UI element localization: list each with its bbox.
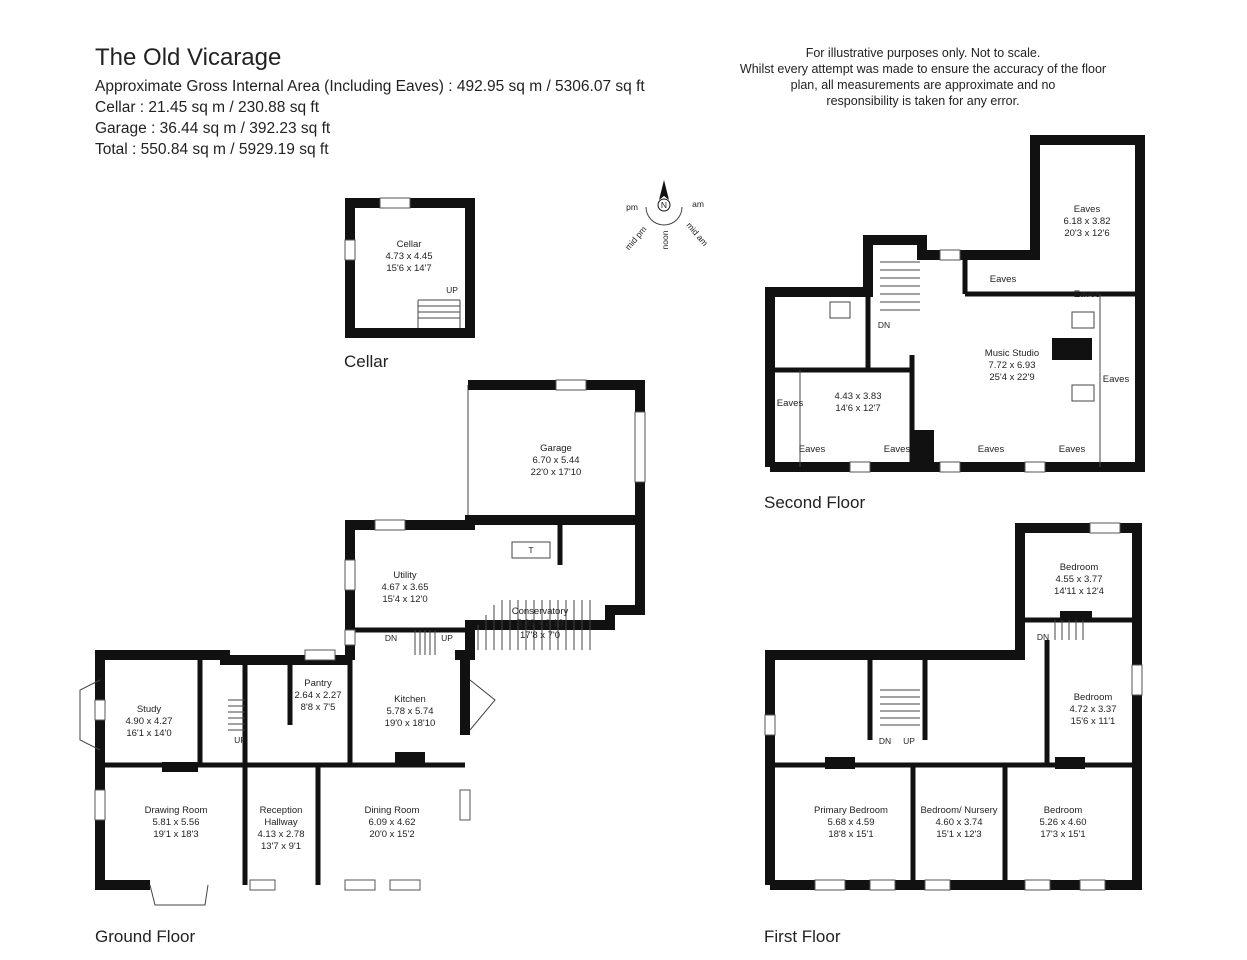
disclaimer-line: For illustrative purposes only. Not to s… xyxy=(805,46,1041,60)
room-imperial: 14'11 x 12'4 xyxy=(1054,586,1104,597)
room-name: Kitchen xyxy=(394,694,426,705)
room-metric: 4.60 x 3.74 xyxy=(935,817,982,828)
gross-area: Approximate Gross Internal Area (Includi… xyxy=(95,78,645,95)
room-metric: 4.13 x 2.78 xyxy=(257,829,304,840)
stairs-dn-label: DN xyxy=(1037,632,1049,642)
compass-mid-pm: mid pm xyxy=(623,224,649,252)
room-name: Pantry xyxy=(304,678,332,689)
stairs-up-label: UP xyxy=(234,735,246,745)
room-imperial: 15'1 x 12'3 xyxy=(936,829,981,840)
compass-mid-am: mid am xyxy=(685,220,711,248)
room-metric: 4.72 x 3.37 xyxy=(1069,704,1116,715)
eaves-label: Eaves xyxy=(1074,289,1101,300)
room-imperial: 19'1 x 18'3 xyxy=(153,829,198,840)
room-imperial: 15'4 x 12'0 xyxy=(382,594,427,605)
compass-icon: N pm am mid pm noon mid am xyxy=(623,180,710,252)
garage-area: Garage : 36.44 sq m / 392.23 sq ft xyxy=(95,120,331,137)
room-imperial: 8'8 x 7'5 xyxy=(301,702,336,713)
room-name: Reception xyxy=(260,805,303,816)
stairs-up-label: UP xyxy=(441,633,453,643)
compass-noon: noon xyxy=(660,230,670,249)
eaves-label: Eaves xyxy=(978,444,1005,455)
room-imperial: 13'7 x 9'1 xyxy=(261,841,301,852)
room-name: Bedroom xyxy=(1044,805,1083,816)
floor-label-ground: Ground Floor xyxy=(95,927,196,946)
header: The Old Vicarage Approximate Gross Inter… xyxy=(95,44,645,160)
first-floor-plan: Bedroom 4.55 x 3.77 14'11 x 12'4 DN Bedr… xyxy=(764,522,1143,891)
room-name: Bedroom/ Nursery xyxy=(920,805,997,816)
room-imperial: 15'6 x 11'1 xyxy=(1071,716,1116,727)
room-metric: 6.70 x 5.44 xyxy=(532,455,579,466)
room-metric: 6.09 x 4.62 xyxy=(368,817,415,828)
compass-pm: pm xyxy=(626,202,638,212)
eaves-label: Eaves xyxy=(884,444,911,455)
stairs-dn-label: DN xyxy=(385,633,397,643)
plan-title: The Old Vicarage xyxy=(95,44,282,71)
disclaimer-line: responsibility is taken for any error. xyxy=(826,94,1020,108)
room-metric: 6.18 x 3.82 xyxy=(1063,216,1110,227)
room-metric: 4.73 x 4.45 xyxy=(385,251,432,262)
room-imperial: 17'3 x 15'1 xyxy=(1040,829,1085,840)
room-name: Dining Room xyxy=(365,805,420,816)
room-name: Bedroom xyxy=(1074,692,1113,703)
room-name: Cellar xyxy=(397,239,422,250)
room-name: Bedroom xyxy=(1060,562,1099,573)
stairs-dn-label: DN xyxy=(878,320,890,330)
room-metric: 5.39 x 2.13 xyxy=(516,618,563,629)
total-area: Total : 550.84 sq m / 5929.19 sq ft xyxy=(95,141,329,158)
room-metric: 5.26 x 4.60 xyxy=(1039,817,1086,828)
room-imperial: 14'6 x 12'7 xyxy=(835,403,880,414)
room-metric: 4.67 x 3.65 xyxy=(381,582,428,593)
room-metric: 5.78 x 5.74 xyxy=(386,706,433,717)
second-floor-plan: Eaves 6.18 x 3.82 20'3 x 12'6 Eaves Eave… xyxy=(765,135,1145,473)
disclaimer: For illustrative purposes only. Not to s… xyxy=(730,45,1116,109)
eaves-label: Eaves xyxy=(1059,444,1086,455)
room-name: Primary Bedroom xyxy=(814,805,888,816)
room-metric: 5.81 x 5.56 xyxy=(152,817,199,828)
cellar-plan: Cellar 4.73 x 4.45 15'6 x 14'7 UP xyxy=(344,197,475,338)
room-name: Eaves xyxy=(1074,204,1101,215)
compass-am: am xyxy=(692,199,704,209)
stairs-up-label: UP xyxy=(903,736,915,746)
floor-label-first: First Floor xyxy=(764,927,841,946)
room-name: Utility xyxy=(393,570,416,581)
cellar-area: Cellar : 21.45 sq m / 230.88 sq ft xyxy=(95,99,320,116)
bath-t-label: T xyxy=(528,545,533,555)
room-imperial: 20'0 x 15'2 xyxy=(369,829,414,840)
room-metric: 7.72 x 6.93 xyxy=(988,360,1035,371)
room-metric: 4.90 x 4.27 xyxy=(125,716,172,727)
room-name: Drawing Room xyxy=(145,805,208,816)
room-imperial: 19'0 x 18'10 xyxy=(385,718,436,729)
floor-label-second: Second Floor xyxy=(764,493,866,512)
room-imperial: 18'8 x 15'1 xyxy=(828,829,873,840)
room-name: Study xyxy=(137,704,162,715)
room-name: Garage xyxy=(540,443,572,454)
ground-floor-plan: T Utility 4.67 x 3.65 15'4 x 12'0 Conser… xyxy=(79,515,645,906)
eaves-label: Eaves xyxy=(799,444,826,455)
room-metric: 4.43 x 3.83 xyxy=(834,391,881,402)
garage-plan: Garage 6.70 x 5.44 22'0 x 17'10 xyxy=(467,379,646,520)
room-metric: 2.64 x 2.27 xyxy=(294,690,341,701)
room-name: Music Studio xyxy=(985,348,1039,359)
room-imperial: 22'0 x 17'10 xyxy=(531,467,582,478)
room-imperial: 25'4 x 22'9 xyxy=(989,372,1034,383)
room-metric: 4.55 x 3.77 xyxy=(1055,574,1102,585)
eaves-label: Eaves xyxy=(990,274,1017,285)
stairs-up-label: UP xyxy=(446,285,458,295)
disclaimer-line: Whilst every attempt was made to ensure … xyxy=(739,62,1107,76)
room-metric: 5.68 x 4.59 xyxy=(827,817,874,828)
room-name: Conservatory xyxy=(512,606,569,617)
compass-north: N xyxy=(661,200,667,210)
eaves-label: Eaves xyxy=(1103,374,1130,385)
room-imperial: 16'1 x 14'0 xyxy=(126,728,171,739)
disclaimer-line: plan, all measurements are approximate a… xyxy=(790,78,1056,92)
room-imperial: 17'8 x 7'0 xyxy=(520,630,560,641)
stairs-dn-label: DN xyxy=(879,736,891,746)
room-name: Hallway xyxy=(264,817,298,828)
eaves-label: Eaves xyxy=(777,398,804,409)
room-imperial: 15'6 x 14'7 xyxy=(386,263,431,274)
floor-label-cellar: Cellar xyxy=(344,352,389,371)
room-imperial: 20'3 x 12'6 xyxy=(1064,228,1109,239)
